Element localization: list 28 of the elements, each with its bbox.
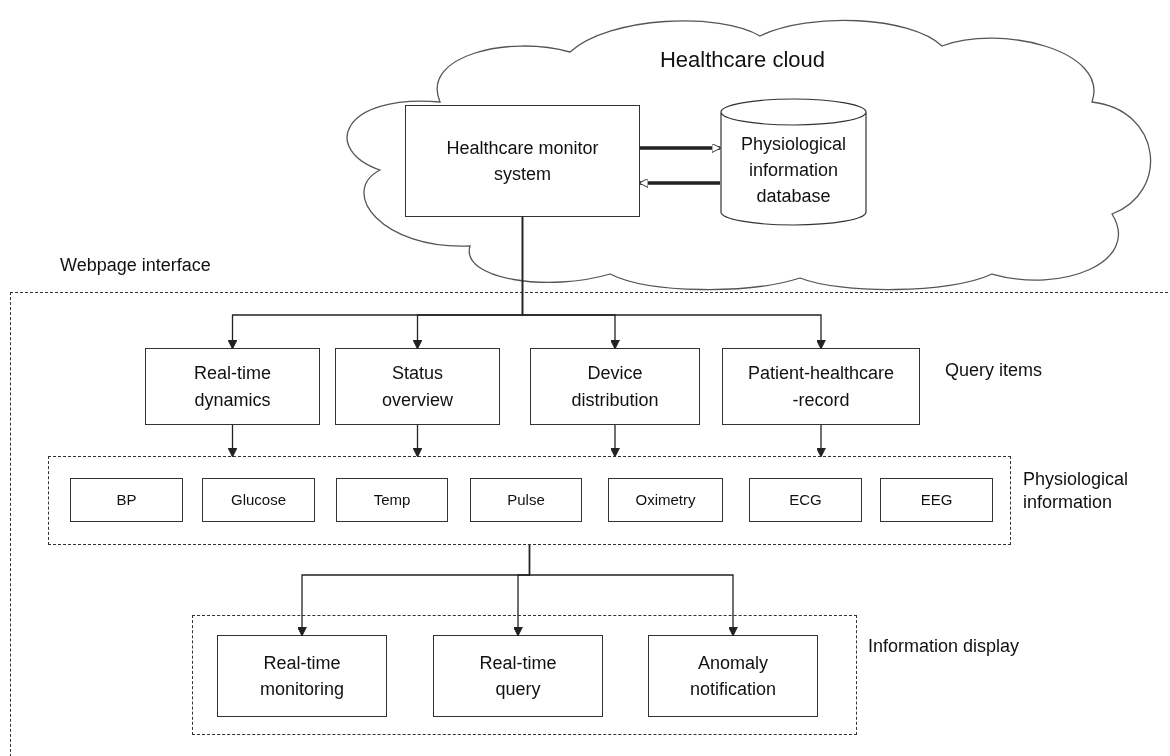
process-box: Real-time monitoring (217, 635, 387, 717)
process-box: Healthcare monitor system (405, 105, 640, 217)
arrow (610, 424, 620, 458)
arrow (638, 178, 720, 188)
arrow (521, 216, 826, 350)
process-box: Device distribution (530, 348, 700, 425)
arrow (227, 424, 238, 458)
arrow (412, 424, 423, 458)
process-box: ECG (749, 478, 862, 522)
process-box: Real-time dynamics (145, 348, 320, 425)
group-title: Physiological information (1023, 468, 1130, 515)
process-box: Patient-healthcare -record (722, 348, 920, 425)
group-title: Information display (868, 635, 1021, 658)
process-box: Real-time query (433, 635, 603, 717)
process-box: Oximetry (608, 478, 723, 522)
process-box: BP (70, 478, 183, 522)
side-label: Query items (945, 360, 1043, 381)
arrow (816, 424, 826, 458)
process-box: Pulse (470, 478, 582, 522)
arrow (640, 143, 722, 153)
process-box: Temp (336, 478, 448, 522)
group-title: Healthcare cloud (658, 46, 827, 74)
process-box: Glucose (202, 478, 315, 522)
arrow (528, 544, 738, 637)
process-box: Anomaly notification (648, 635, 818, 717)
group-title: Webpage interface (60, 254, 212, 277)
process-box: EEG (880, 478, 993, 522)
process-box: Status overview (335, 348, 500, 425)
